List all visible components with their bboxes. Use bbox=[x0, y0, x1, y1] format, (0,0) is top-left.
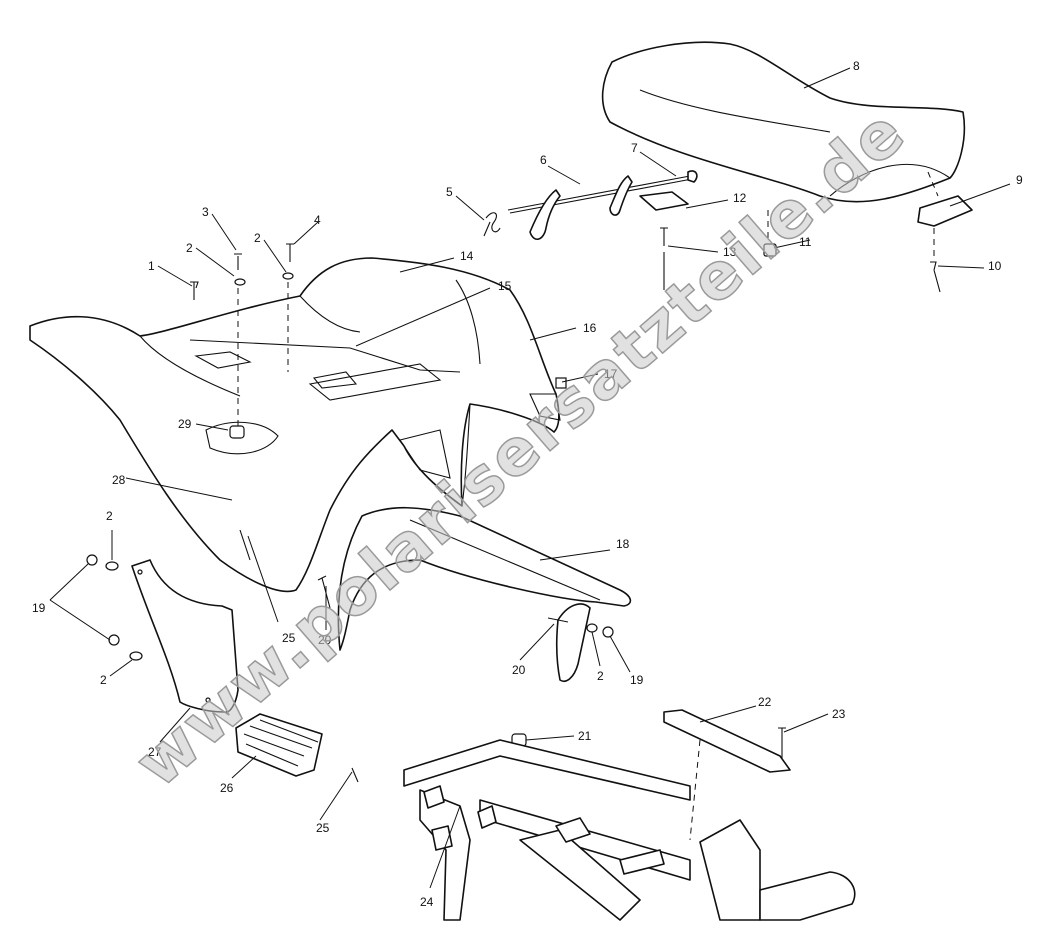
rear-fender bbox=[29, 257, 561, 593]
mud-flaps bbox=[131, 559, 591, 714]
callout-4: 4 bbox=[314, 213, 321, 227]
callout-19: 19 bbox=[32, 601, 46, 615]
seat-hardware bbox=[639, 171, 941, 293]
footrest bbox=[235, 713, 323, 777]
callout-11: 11 bbox=[799, 235, 812, 249]
callout-20: 20 bbox=[318, 633, 332, 647]
frame bbox=[403, 739, 856, 921]
callout-9: 9 bbox=[1016, 173, 1023, 187]
callout-8: 8 bbox=[853, 59, 860, 73]
callout-29: 29 bbox=[178, 417, 192, 431]
callout-16: 16 bbox=[583, 321, 597, 335]
callout-10: 10 bbox=[988, 259, 1002, 273]
frame-support bbox=[431, 709, 791, 851]
fasteners bbox=[86, 243, 614, 783]
callout-18: 18 bbox=[616, 537, 630, 551]
callout-17: 17 bbox=[604, 367, 618, 381]
callout-28: 28 bbox=[112, 473, 126, 487]
callout-2: 2 bbox=[100, 673, 107, 687]
callout-24: 24 bbox=[420, 895, 434, 909]
callout-23: 23 bbox=[832, 707, 846, 721]
callout-21: 21 bbox=[578, 729, 592, 743]
callout-25: 25 bbox=[316, 821, 330, 835]
callout-13: 13 bbox=[723, 245, 737, 259]
callout-2: 2 bbox=[597, 669, 604, 683]
callout-1: 1 bbox=[148, 259, 155, 273]
callout-5: 5 bbox=[446, 185, 453, 199]
callout-12: 12 bbox=[733, 191, 747, 205]
callout-2: 2 bbox=[254, 231, 261, 245]
callout-26: 26 bbox=[220, 781, 234, 795]
seat-latch-assembly bbox=[483, 170, 698, 240]
callout-22: 22 bbox=[758, 695, 772, 709]
seat-bracket bbox=[917, 195, 973, 227]
callout-25: 25 bbox=[282, 631, 296, 645]
seat bbox=[601, 41, 966, 203]
callout-3: 3 bbox=[202, 205, 209, 219]
callout-15: 15 bbox=[498, 279, 512, 293]
leader-lines bbox=[49, 67, 1011, 889]
callout-2: 2 bbox=[106, 509, 113, 523]
callout-27: 27 bbox=[148, 745, 162, 759]
fender-extension bbox=[337, 506, 632, 651]
callout-6: 6 bbox=[540, 153, 547, 167]
callout-14: 14 bbox=[460, 249, 474, 263]
callout-7: 7 bbox=[631, 141, 638, 155]
callout-19: 19 bbox=[630, 673, 644, 687]
callout-2: 2 bbox=[186, 241, 193, 255]
callouts: 1 2 2 2 2 2 3 4 5 6 7 8 9 10 11 12 13 14… bbox=[32, 59, 1023, 909]
callout-20: 20 bbox=[512, 663, 526, 677]
